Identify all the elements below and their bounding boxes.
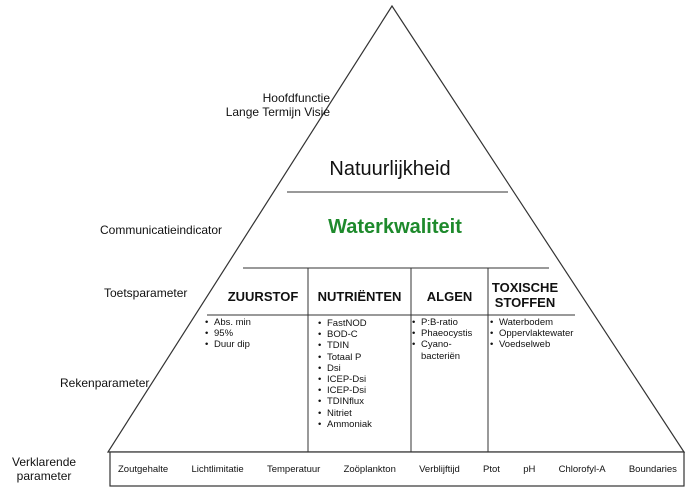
bullet-icon: •	[318, 385, 322, 397]
title-waterkwaliteit: Waterkwaliteit	[328, 216, 462, 238]
label-verklarend-line2: parameter	[16, 469, 72, 483]
category-item-label: Waterbodem	[499, 317, 554, 328]
bullet-icon: •	[318, 374, 322, 386]
label-communicatie: Communicatieindicator	[100, 223, 223, 237]
category-item-label: TDINflux	[327, 396, 364, 408]
category-item: • Totaal P	[317, 352, 372, 363]
category-nutrienten-items: • FastNOD • BOD-C • TDIN • Totaal P • Dsi • ICEP-Ds…	[317, 318, 372, 430]
category-algen-items: • P:B-ratio • Phaeocystis • Cyano- bacteriën	[411, 317, 472, 362]
category-item: • Phaeocystis	[411, 328, 472, 339]
bottom-parameter: Verblijftijd	[419, 463, 460, 475]
category-item: • Abs. min	[204, 317, 251, 328]
bullet-icon: •	[412, 339, 416, 351]
label-hoofdfunctie-line2: Lange Termijn Visie	[225, 105, 330, 119]
category-item-label: ICEP-Dsi	[327, 374, 367, 386]
category-zuurstof-items: • Abs. min • 95% • Duur dip	[204, 317, 251, 351]
bullet-icon: •	[412, 317, 416, 328]
category-item-label: Duur dip	[214, 339, 250, 351]
bullet-icon: •	[318, 351, 322, 363]
label-verklarend-line1: Verklarende	[12, 455, 77, 469]
category-item: • P:B-ratio	[411, 317, 472, 328]
category-item: • Duur dip	[204, 339, 251, 350]
category-item: • Voedselweb	[489, 339, 573, 350]
bullet-icon: •	[205, 339, 209, 351]
bullet-icon: •	[318, 340, 322, 352]
category-item: • BOD-C	[317, 329, 372, 340]
category-toxische-title-line1: TOXISCHE	[491, 280, 559, 295]
category-item-label: P:B-ratio	[421, 317, 458, 328]
category-algen-title: ALGEN	[426, 289, 473, 304]
bottom-parameter: Lichtlimitatie	[191, 463, 244, 475]
bullet-icon: •	[318, 396, 322, 408]
category-item-label: FastNOD	[327, 318, 367, 329]
bullet-icon: •	[318, 329, 322, 341]
bottom-parameter: Temperatuur	[266, 463, 321, 475]
bottom-box	[109, 451, 685, 487]
category-item-label: Phaeocystis	[421, 328, 473, 340]
category-item-label: BOD-C	[327, 329, 358, 341]
category-item: • Cyano- bacteriën	[411, 339, 472, 361]
category-item-label: Abs. min	[214, 317, 251, 328]
category-item-label: Dsi	[327, 362, 341, 374]
category-item: • Dsi	[317, 363, 372, 374]
bullet-icon: •	[318, 418, 322, 430]
label-toets: Toetsparameter	[104, 286, 188, 300]
bullet-icon: •	[490, 328, 494, 340]
category-item-label: 95%	[214, 328, 234, 340]
category-item-label: Cyano- bacteriën	[421, 339, 461, 362]
category-zuurstof-title: ZUURSTOF	[227, 289, 299, 304]
category-item-label: Ammoniak	[327, 418, 372, 430]
category-toxische-items: • Waterbodem • Oppervlaktewater • Voedselweb	[489, 317, 573, 351]
category-item: • Oppervlaktewater	[489, 328, 573, 339]
category-item: • Nitriet	[317, 408, 372, 419]
bottom-parameter: Zoutgehalte	[118, 463, 169, 475]
bottom-parameter: Ptot	[483, 463, 500, 475]
category-item-label: ICEP-Dsi	[327, 385, 367, 397]
category-item: • 95%	[204, 328, 251, 339]
label-verklarend: Verklarende parameter	[12, 455, 76, 483]
category-item-label: Voedselweb	[499, 339, 551, 351]
label-hoofdfunctie-line1: Hoofdfunctie	[262, 91, 330, 105]
bullet-icon: •	[490, 339, 494, 351]
category-item: • FastNOD	[317, 318, 372, 329]
bullet-icon: •	[205, 328, 209, 340]
category-item-label: Oppervlaktewater	[499, 328, 574, 340]
category-toxische-title: TOXISCHE STOFFEN	[488, 280, 562, 310]
bullet-icon: •	[318, 407, 322, 419]
category-item: • ICEP-Dsi	[317, 374, 372, 385]
label-reken: Rekenparameter	[60, 376, 150, 390]
bullet-icon: •	[205, 317, 209, 328]
category-item: • ICEP-Dsi	[317, 385, 372, 396]
bullet-icon: •	[412, 328, 416, 340]
category-item-label: Totaal P	[327, 351, 362, 363]
category-item: • Ammoniak	[317, 419, 372, 430]
category-item-label: Nitriet	[327, 407, 352, 419]
category-item: • TDINflux	[317, 396, 372, 407]
bottom-parameter: Zoöplankton	[343, 463, 396, 475]
bottom-parameter: pH	[523, 463, 536, 475]
category-item: • Waterbodem	[489, 317, 573, 328]
title-natuurlijkheid: Natuurlijkheid	[329, 158, 451, 180]
bottom-parameter: Boundaries	[628, 463, 677, 475]
label-hoofdfunctie: Hoofdfunctie Lange Termijn Visie	[190, 91, 330, 119]
category-nutrienten-title: NUTRIËNTEN	[317, 289, 402, 304]
bullet-icon: •	[318, 362, 322, 374]
bullet-icon: •	[490, 317, 494, 328]
bottom-parameter: Chlorofyl-A	[558, 463, 606, 475]
bottom-parameters: Zoutgehalte Lichtlimitatie Temperatuur Zoöp…	[110, 452, 685, 486]
category-toxische-title-line2: STOFFEN	[494, 295, 556, 310]
category-item-label: TDIN	[327, 340, 350, 352]
bullet-icon: •	[318, 318, 322, 329]
category-item: • TDIN	[317, 340, 372, 351]
